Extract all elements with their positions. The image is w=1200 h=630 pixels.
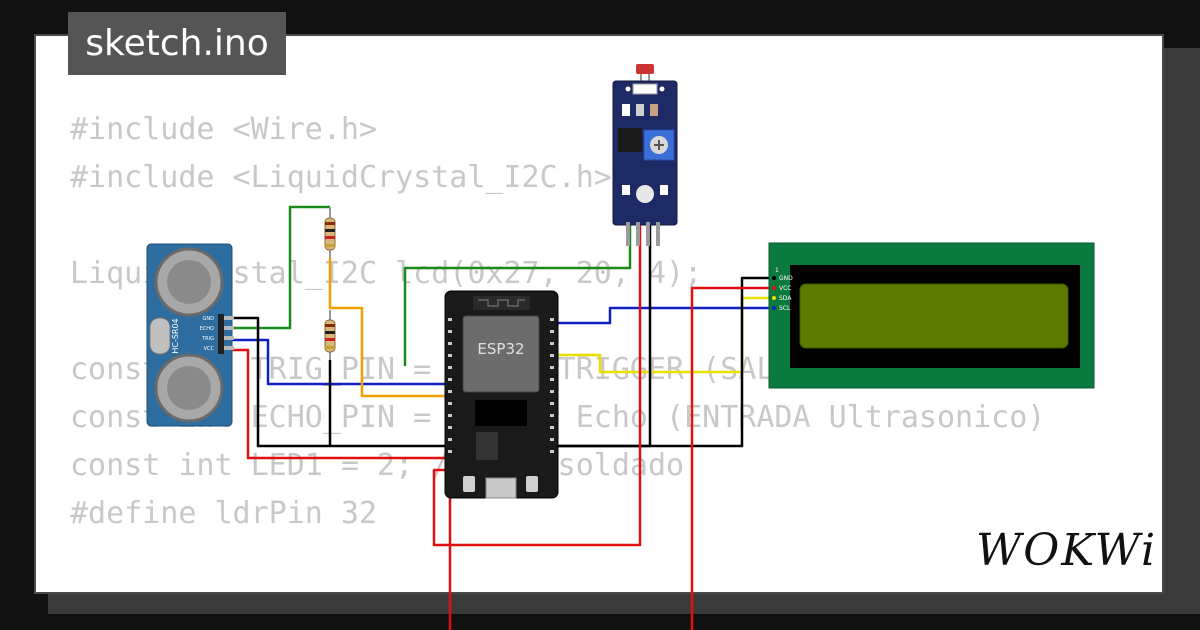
sensor-pin-trig: TRIG	[201, 336, 214, 342]
resistor-top	[324, 207, 336, 258]
ldr-module[interactable]	[612, 64, 678, 246]
sensor-pin-gnd: GND	[203, 316, 215, 322]
sensor-model-label: HC-SR04	[171, 318, 180, 353]
lcd-pin-number: 1	[775, 267, 779, 274]
wokwi-logo: WOKWi	[976, 522, 1158, 580]
logo-text: WOKWi	[976, 525, 1158, 576]
lcd-display[interactable]: 1 GND VCC SDA SCL	[768, 242, 1095, 389]
code-line: #define ldrPin 32	[70, 496, 378, 531]
esp32-label: ESP32	[477, 340, 524, 358]
wire-red-lcd-vcc	[690, 286, 775, 630]
wire-black-lcd-gnd	[550, 276, 775, 448]
lcd-pin-scl: SCL	[779, 305, 791, 312]
wire-red-ldr-vcc	[432, 222, 642, 547]
lcd-pin-gnd: GND	[779, 275, 793, 282]
file-name: sketch.ino	[85, 23, 269, 64]
sensor-pin-vcc: VCC	[204, 346, 215, 352]
wire-green-trig	[232, 205, 330, 330]
sensor-pin-echo: ECHO	[200, 326, 214, 332]
wire-yellow-sda	[550, 296, 775, 374]
lcd-pin-sda: SDA	[779, 295, 792, 302]
file-tab[interactable]: sketch.ino	[68, 12, 286, 75]
esp32-board[interactable]: ESP32	[444, 290, 559, 499]
lcd-pin-vcc: VCC	[779, 285, 791, 292]
wire-red-sensor-vcc	[232, 348, 452, 460]
code-line: #include <LiquidCrystal_I2C.h>	[70, 160, 612, 195]
code-preview: #include <Wire.h> #include <LiquidCrystal…	[70, 106, 1063, 592]
wire-blue-echo	[232, 338, 452, 386]
resistor-bottom	[324, 310, 336, 360]
ultrasonic-sensor[interactable]: HC-SR04 GND ECHO TRIG VCC	[146, 243, 234, 427]
code-line: #include <Wire.h>	[70, 112, 378, 147]
wire-black-sensor-gnd	[232, 316, 650, 448]
wire-orange-resistor	[328, 258, 452, 398]
